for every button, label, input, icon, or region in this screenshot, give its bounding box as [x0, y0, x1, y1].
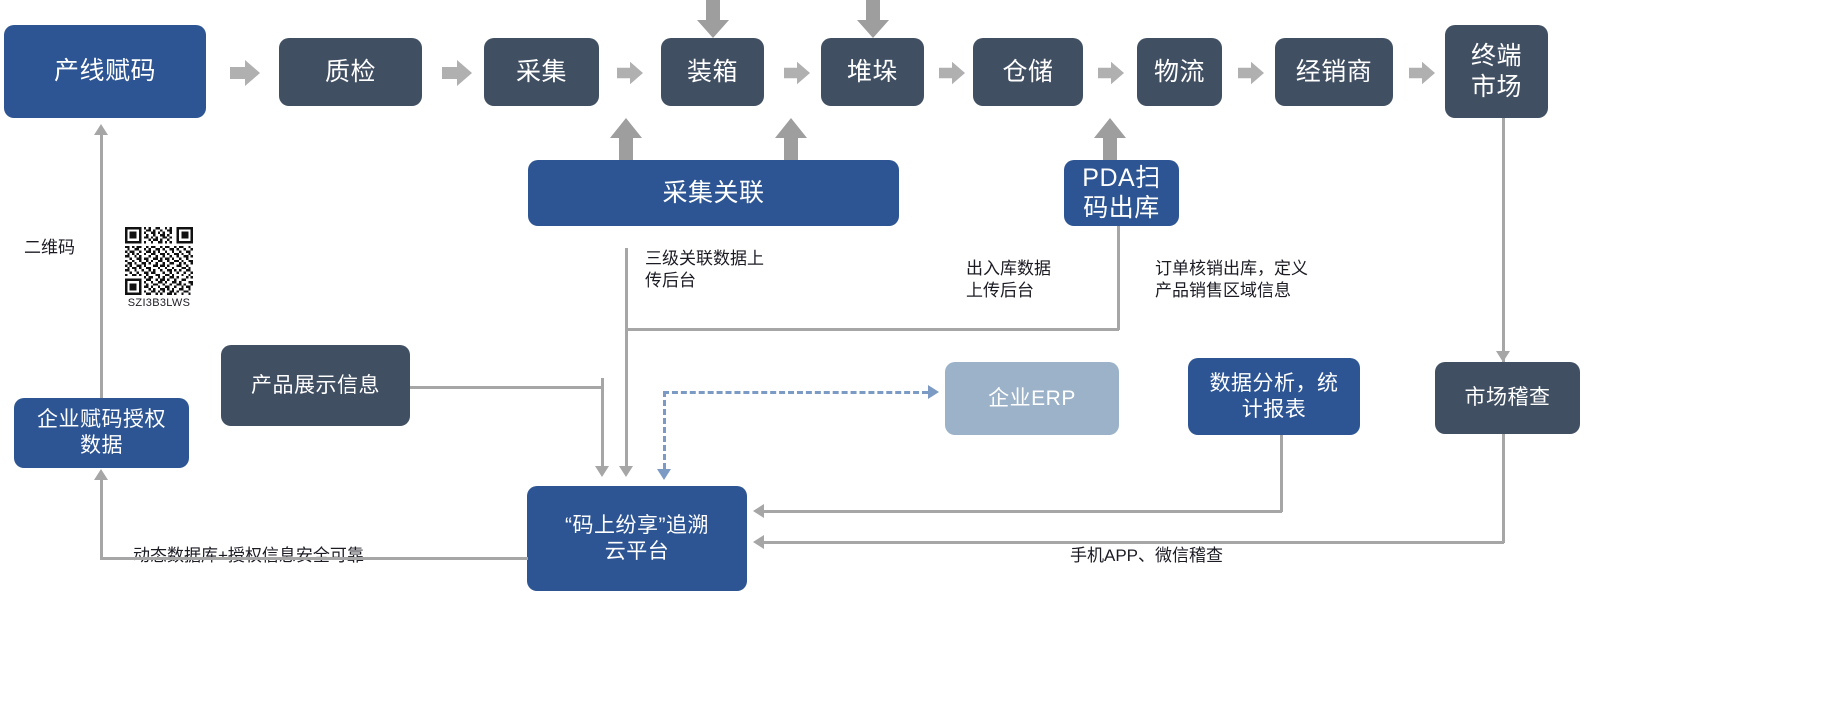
- connector-inout-v2: [601, 378, 604, 466]
- arrowhead-market-to-inspection: [1496, 351, 1510, 362]
- connector-market-to-inspection: [1502, 118, 1505, 362]
- chain-node-market[interactable]: 终端 市场: [1445, 25, 1548, 118]
- qrcode-caption: SZI3B3LWS: [127, 297, 191, 309]
- connector-inout-h: [626, 328, 1119, 331]
- chain-arrow-5: [939, 58, 969, 88]
- arrowhead-cloud-to-auth: [94, 469, 108, 480]
- connector-inspection-to-cloud-v: [1502, 434, 1505, 543]
- connector-auth-to-coding: [100, 135, 103, 398]
- chain-node-warehouse[interactable]: 仓储: [973, 38, 1083, 106]
- connector-analysis-to-cloud-h: [764, 510, 1282, 513]
- qrcode-label: 二维码: [24, 238, 75, 257]
- connector-erp-dashed-h: [663, 391, 928, 394]
- chain-node-palletizing[interactable]: 堆垛: [821, 38, 924, 106]
- qrcode-block: SZI3B3LWS: [113, 227, 205, 309]
- chain-arrow-4: [784, 58, 814, 88]
- chain-node-coding[interactable]: 产线赋码: [4, 25, 206, 118]
- node-authorization-data[interactable]: 企业赋码授权 数据: [14, 398, 189, 468]
- down-block-arrow-packing: [697, 0, 729, 43]
- label-order-writeoff: 订单核销出库，定义 产品销售区域信息: [1155, 259, 1308, 301]
- connector-display-to-cloud-h: [410, 386, 602, 389]
- up-block-arrow-collect: [610, 118, 642, 167]
- arrowhead-three-level-to-cloud: [619, 466, 633, 477]
- chain-arrow-7: [1238, 58, 1268, 88]
- label-mobile-app: 手机APP、微信稽查: [1070, 546, 1224, 565]
- chain-node-packing[interactable]: 装箱: [661, 38, 764, 106]
- node-market-inspection[interactable]: 市场稽查: [1435, 362, 1580, 434]
- node-data-analysis[interactable]: 数据分析，统 计报表: [1188, 358, 1360, 435]
- up-block-arrow-warehouse: [1094, 118, 1126, 167]
- connector-erp-dashed-v: [663, 391, 666, 469]
- node-cloud-platform[interactable]: “码上纷享”追溯 云平台: [527, 486, 747, 591]
- label-three-level-upload: 三级关联数据上 传后台: [645, 249, 764, 291]
- chain-node-collect[interactable]: 采集: [484, 38, 599, 106]
- node-collect-relation[interactable]: 采集关联: [528, 160, 899, 226]
- connector-three-level-to-cloud: [625, 328, 628, 466]
- label-dynamic-database: 动态数据库+授权信息安全可靠: [133, 546, 364, 565]
- chain-arrow-2: [442, 58, 472, 88]
- connector-analysis-to-cloud-v: [1280, 435, 1283, 512]
- arrowhead-erp-dashed: [928, 385, 939, 399]
- label-inout-store-upload: 出入库数据 上传后台: [966, 259, 1051, 301]
- chain-node-qc[interactable]: 质检: [279, 38, 422, 106]
- connector-inspection-to-cloud-h: [764, 541, 1504, 544]
- chain-arrow-6: [1098, 58, 1128, 88]
- connector-three-level-v1: [625, 248, 628, 330]
- arrowhead-cloud-dashed: [657, 469, 671, 480]
- chain-arrow-1: [230, 58, 260, 88]
- connector-cloud-to-auth-v: [100, 480, 103, 558]
- chain-arrow-8: [1409, 58, 1439, 88]
- chain-arrow-3: [617, 58, 647, 88]
- chain-node-logistics[interactable]: 物流: [1137, 38, 1222, 106]
- chain-node-dealer[interactable]: 经销商: [1275, 38, 1393, 106]
- node-pda-outbound[interactable]: PDA扫 码出库: [1064, 160, 1179, 226]
- down-block-arrow-palletizing: [857, 0, 889, 43]
- node-product-display[interactable]: 产品展示信息: [221, 345, 410, 426]
- arrowhead-analysis-to-cloud: [753, 504, 764, 518]
- arrowhead-inout-to-cloud: [595, 466, 609, 477]
- up-block-arrow-packing: [775, 118, 807, 167]
- connector-cloud-to-auth-h: [100, 557, 528, 560]
- node-enterprise-erp[interactable]: 企业ERP: [945, 362, 1119, 435]
- qrcode-image: [125, 227, 193, 295]
- arrowhead-auth-to-coding: [94, 124, 108, 135]
- connector-inout-v1: [1117, 226, 1120, 330]
- arrowhead-inspection-to-cloud: [753, 535, 764, 549]
